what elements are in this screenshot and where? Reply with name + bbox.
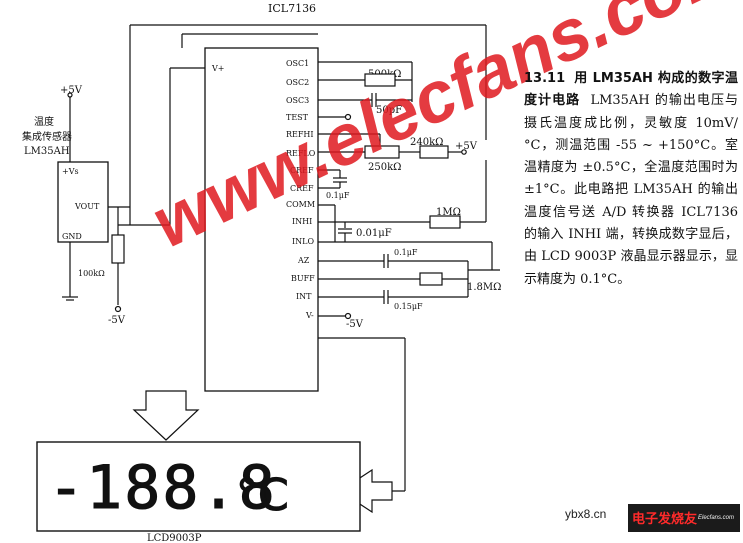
pin-test: TEST [286,113,309,122]
footer-logo-badge: 电子发烧友 Elecfans.com [628,504,740,532]
lcd-name: LCD9003P [147,533,202,543]
input-capacitor-label: 0.01μF [356,228,392,239]
sensor-part: LM35AH [24,146,70,157]
description-block: 13.11 用 LM35AH 构成的数字温度计电路 LM35AH 的输出电压与摄… [524,68,738,291]
pin-int: INT [296,292,312,301]
pin-osc3: OSC3 [286,96,309,105]
footer-logo-en: Elecfans.com [698,515,735,521]
lcd-unit: °C [236,470,289,521]
int-resistor-label: 1.8MΩ [467,282,501,293]
int-capacitor-label: 0.15μF [394,302,423,311]
figure-title: 用 LM35AH 构成的数字温度计电路 [524,71,738,109]
pin-cref-plus: CREF [290,166,314,175]
sensor-title-1: 温度 [34,115,54,128]
sensor-neg-supply: -5V [108,315,126,326]
circuit-wires [62,24,500,492]
pin-inlo: INLO [292,237,314,246]
output-arrow-down [132,390,200,441]
sensor-body [57,161,109,243]
chip-name: ICL7136 [268,2,316,15]
ref-resistor-label: 240kΩ [410,137,443,148]
pin-reflo: REFLO [286,149,316,158]
ref-pot-label: 250kΩ [368,162,401,173]
pin-inhi: INHI [292,217,312,226]
footer-logo-text: 电子发烧友 [632,511,698,526]
ref-capacitor-label: 0.1μF [326,191,350,200]
az-capacitor-label: 0.1μF [394,248,418,257]
pin-refhi: REFHI [286,130,314,139]
icl7136-body [204,47,319,392]
sensor-gnd: GND [62,232,82,241]
sensor-title-2: 集成传感器 [22,130,72,143]
figure-number: 13.11 [524,71,566,86]
pin-comm: COMM [286,200,315,209]
pin-buff: BUFF [291,274,315,283]
lcd-digits: -188.8 [48,453,277,523]
osc-capacitor-label: 50pF [376,105,402,116]
pin-cref-minus: CREF [290,184,314,193]
input-resistor-label: 1MΩ [436,207,461,218]
pin-osc2: OSC2 [286,78,309,87]
pin-az: AZ [297,256,310,265]
lcd-display-body [36,441,361,532]
sensor-vs: +Vs [62,167,79,176]
ref-supply-label: +5V [455,141,478,152]
sensor-supply: +5V [60,85,83,96]
pin-osc1: OSC1 [286,59,309,68]
v-minus-supply-label: -5V [346,319,364,330]
pin-v-plus: V+ [211,64,224,73]
pin-v-minus: V- [305,311,314,320]
figure-body: LM35AH 的输出电压与摄氏温度成比例，灵敏度 10mV/°C，测温范围 -5… [524,93,738,287]
sensor-load-resistor: 100kΩ [78,269,105,278]
sensor-vout: VOUT [74,202,100,211]
footer-site: ybx8.cn [565,507,607,521]
